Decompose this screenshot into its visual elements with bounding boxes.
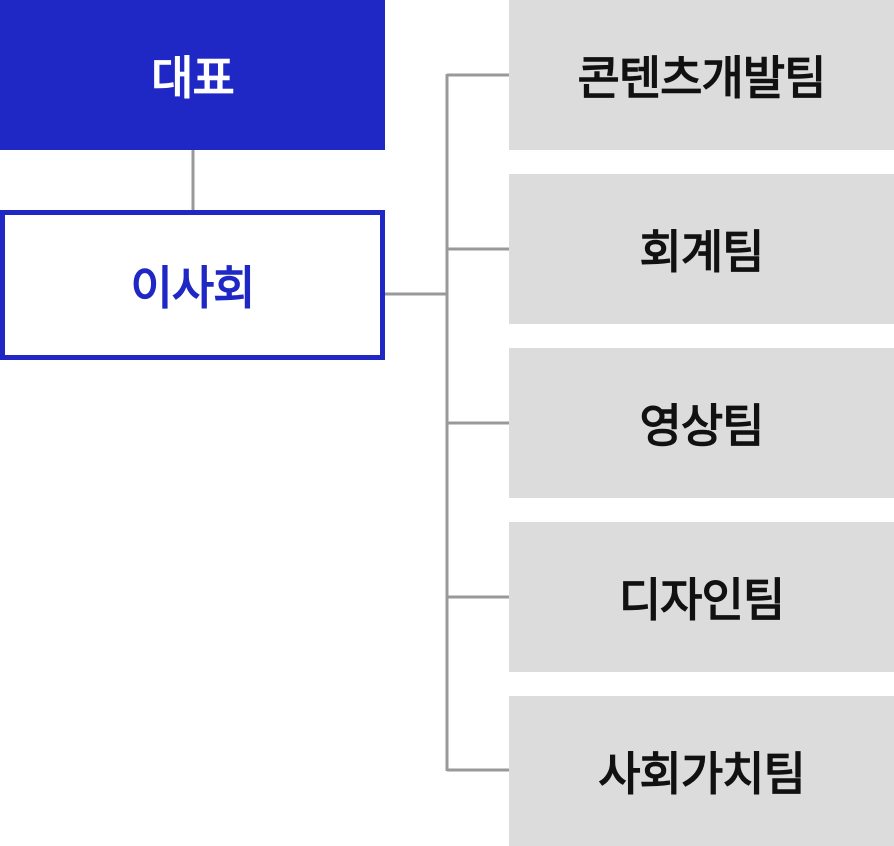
team-label: 사회가치팀 [598, 747, 806, 801]
team-node-content-dev: 콘텐츠개발팀 [509, 0, 894, 150]
team-node-accounting: 회계팀 [509, 174, 894, 324]
board-label: 이사회 [130, 261, 256, 315]
team-node-design: 디자인팀 [509, 522, 894, 672]
team-node-social-value: 사회가치팀 [509, 696, 894, 846]
team-node-video: 영상팀 [509, 348, 894, 498]
team-label: 콘텐츠개발팀 [577, 51, 827, 105]
board-node: 이사회 [0, 210, 385, 360]
team-label: 영상팀 [639, 399, 765, 453]
team-label: 디자인팀 [618, 573, 785, 627]
ceo-label: 대표 [151, 51, 235, 105]
team-label: 회계팀 [639, 225, 765, 279]
ceo-node: 대표 [0, 0, 385, 150]
